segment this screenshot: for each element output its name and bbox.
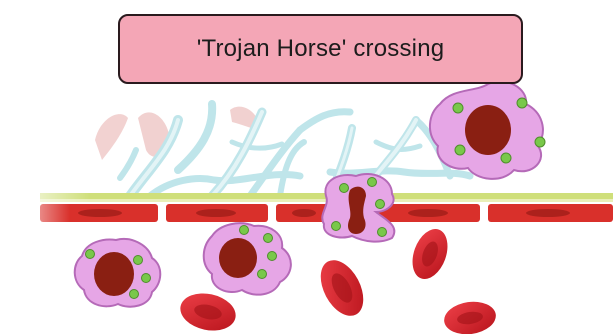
transmigrating-macrophage bbox=[322, 174, 394, 242]
endothelial-layer bbox=[0, 202, 613, 224]
astrocyte-network bbox=[120, 104, 470, 196]
title-label-box: 'Trojan Horse' crossing bbox=[118, 14, 523, 84]
blood-macrophage-middle bbox=[204, 223, 291, 294]
red-blood-cell-icon bbox=[177, 289, 239, 334]
red-blood-cell-icon bbox=[442, 299, 498, 334]
brain-macrophage bbox=[430, 81, 545, 178]
red-blood-cell-icon bbox=[406, 224, 454, 284]
blood-macrophage-left bbox=[75, 239, 161, 307]
basement-membrane bbox=[0, 190, 613, 204]
red-blood-cell-icon bbox=[312, 253, 372, 323]
diagram-title: 'Trojan Horse' crossing bbox=[197, 35, 445, 63]
